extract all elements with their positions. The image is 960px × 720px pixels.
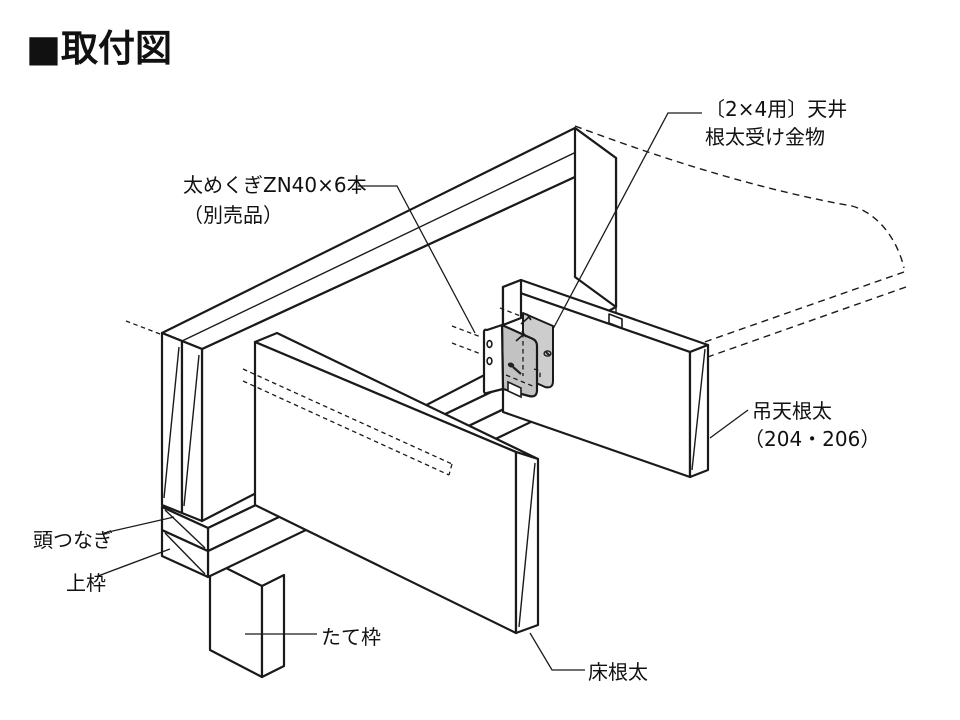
rim-joist-hidden-stub-1 [125, 320, 161, 335]
hanger-foot-block [608, 313, 623, 329]
rim-joist-end-face [573, 126, 618, 309]
bracket-near-plate [500, 323, 539, 398]
page-title: ■取付図 [26, 27, 172, 70]
leader-hanging-joist [709, 409, 749, 439]
floor-joist-grain-mark [518, 462, 536, 628]
label-top-plate: 上枠 [66, 571, 106, 595]
head-tie-grain-mark [164, 509, 206, 549]
label-floor-joist: 床根太 [588, 660, 648, 684]
top-plate-grain-mark [164, 532, 206, 575]
label-nails-1: 太めくぎZN40×6本 [183, 173, 367, 197]
flange-nail-hole-2 [486, 356, 493, 366]
leader-head-tie [103, 516, 175, 534]
stud [208, 558, 286, 679]
floor-joist [253, 331, 540, 635]
label-bracket-2: 根太受け金物 [705, 125, 825, 149]
flange-nail-hole-1 [486, 339, 493, 349]
label-hanging-joist-2: （204・206） [744, 427, 880, 451]
label-head-tie: 頭つなぎ [33, 528, 113, 552]
label-bracket-1: 〔2×4用〕天井 [705, 97, 847, 121]
ceiling-joist-grain-mark [691, 348, 706, 471]
label-nails-2: （別売品） [183, 203, 283, 227]
ceiling-joist-near-end [501, 278, 523, 327]
label-hanging-joist-1: 吊天根太 [752, 399, 832, 423]
rim-grain-mark-1 [163, 346, 180, 499]
bracket-bottom-lip [507, 380, 522, 399]
leader-bracket [552, 112, 702, 330]
nail-icons [507, 313, 552, 375]
rim-grain-mark-2 [183, 354, 200, 507]
leader-lines [97, 112, 749, 671]
nail-head-icon [507, 362, 515, 368]
rim-joist-joint-line [181, 142, 596, 342]
label-stud: たて枠 [321, 625, 381, 649]
leader-top-plate [97, 548, 171, 577]
hidden-plate-dashed [242, 368, 453, 476]
hanger-bracket [451, 307, 554, 399]
labels: ■取付図 太めくぎZN40×6本 （別売品） 〔2×4用〕天井 根太受け金物 吊… [26, 27, 880, 684]
leader-nails [358, 185, 476, 334]
leader-floor-joist [529, 632, 585, 671]
